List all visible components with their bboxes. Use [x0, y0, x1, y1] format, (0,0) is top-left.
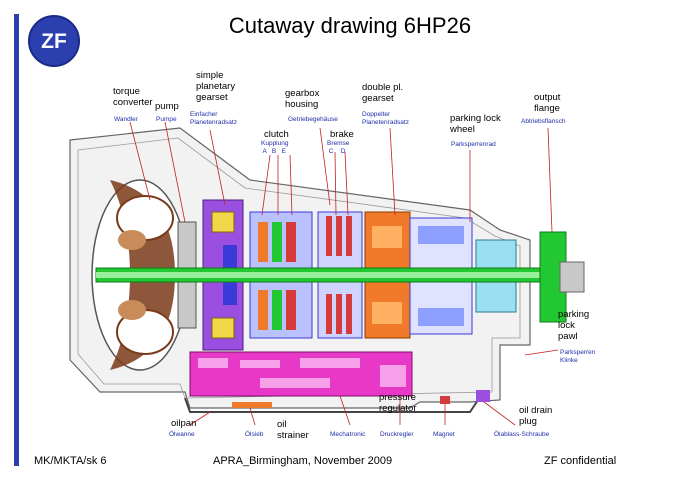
label-gearbox-housing-de: Getriebegehäuse [288, 116, 338, 123]
label-oil-strainer: oil strainer [277, 419, 309, 441]
label-oilpan-de: Ölwanne [169, 431, 195, 438]
label-clutch: clutch [264, 129, 289, 140]
oil-strainer [232, 402, 272, 408]
label-output-flange-de: Abtriebsflansch [521, 118, 566, 125]
accent-bar [14, 14, 19, 466]
label-oilpan: oilpan [171, 418, 197, 429]
leader-lines [129, 121, 559, 426]
slide-title: Cutaway drawing 6HP26 [228, 13, 472, 38]
label-parking-lock-wheel: parking lock wheel [450, 113, 501, 135]
output-flange [539, 231, 585, 323]
label-parking-lock-pawl: parking lock pawl [558, 309, 590, 342]
label-pump: pump [155, 101, 179, 112]
label-oil-drain-plug: oil drain plug [519, 405, 553, 427]
footer-right: ZF confidential [544, 455, 617, 467]
label-simple-planetary-de: Einfacher Planetenradsatz [190, 111, 237, 126]
label-clutch-de: Kupplung A B E [261, 140, 289, 155]
mechatronic-unit [189, 351, 413, 397]
label-torque-converter-de: Wandler [114, 116, 138, 123]
label-parking-lock-pawl-de: Parksperren Klinke [560, 349, 596, 364]
label-double-planetary: double pl. gearset [362, 82, 404, 104]
label-brake: brake [330, 129, 354, 140]
label-oil-strainer-de: Ölsieb [245, 431, 264, 438]
label-magnet-de: Magnet [433, 431, 455, 438]
label-simple-planetary: simple planetary gearset [196, 70, 236, 103]
zf-logo: ZF [28, 15, 80, 67]
label-pump-de: Pumpe [156, 116, 177, 123]
label-pressure-regulator-de: Druckregler [380, 431, 414, 438]
oilpan [184, 397, 479, 413]
label-torque-converter: torque converter [113, 86, 153, 108]
oil-drain-plug [476, 390, 490, 402]
label-double-planetary-de: Doppelter Planetenradsatz [362, 111, 409, 126]
label-brake-de: Bremse C D [327, 140, 350, 155]
label-output-flange: output flange [534, 92, 561, 114]
label-parking-lock-wheel-de: Parksperrenrad [451, 141, 496, 148]
label-mechatronic-de: Mechatronic [330, 431, 366, 438]
logo-text: ZF [41, 30, 67, 53]
label-gearbox-housing: gearbox housing [285, 88, 320, 110]
footer-center: APRA_Birmingham, November 2009 [213, 455, 393, 467]
footer-left: MK/MKTA/sk 6 [34, 455, 107, 467]
label-oil-drain-plug-de: Ölablass-Schraube [494, 431, 550, 438]
magnet [440, 396, 450, 404]
label-pressure-regulator: pressure regulator [379, 392, 417, 414]
